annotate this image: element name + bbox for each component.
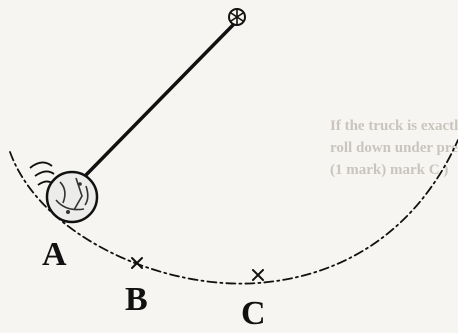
label-c: C (241, 295, 266, 332)
ghost-line-3: (1 mark) mark C ) (330, 162, 448, 178)
point-marker-b (131, 257, 143, 269)
pendulum-bob (45, 170, 99, 224)
point-marker-c (252, 269, 264, 281)
ghost-line-2: roll down under pressure ... (330, 140, 458, 156)
pivot-point (228, 8, 246, 26)
motion-lines (29, 161, 55, 186)
ghost-line-1: If the truck is exactly level, the (330, 118, 458, 134)
label-b: B (125, 281, 148, 318)
bleed-through-text: If the truck is exactly level, the roll … (330, 118, 458, 178)
pendulum-string (84, 23, 235, 177)
label-a: A (42, 236, 67, 273)
